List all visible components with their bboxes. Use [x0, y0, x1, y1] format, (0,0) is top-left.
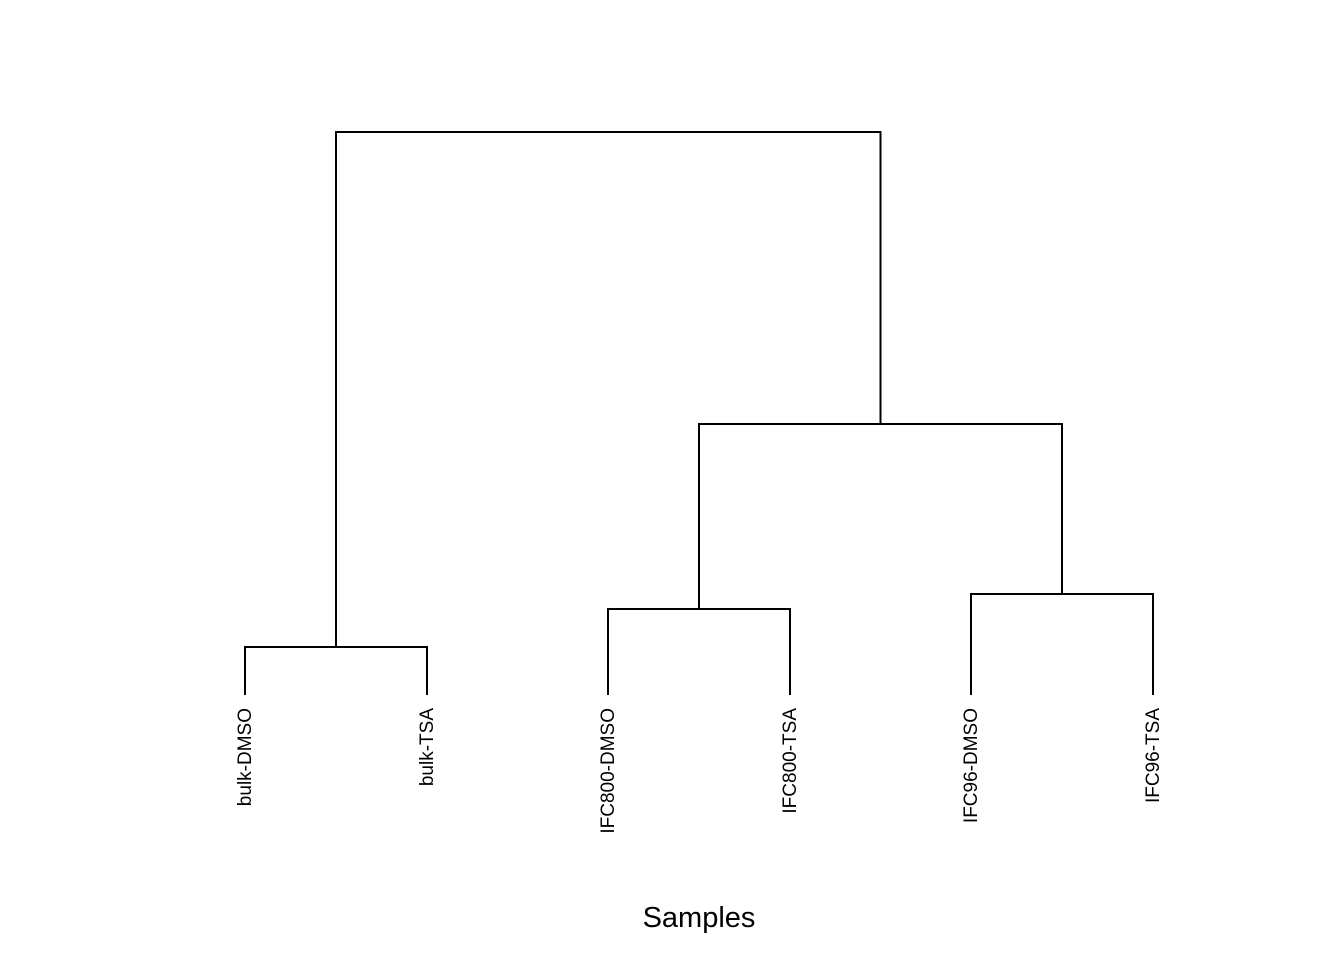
leaf-label: IFC96-DMSO — [961, 708, 982, 823]
dendrogram-branches — [244, 131, 1154, 695]
leaf-label: IFC800-DMSO — [598, 708, 619, 834]
leaf-labels: bulk-DMSO bulk-TSA IFC800-DMSO IFC800-TSA IF… — [235, 708, 1164, 834]
leaf-label: IFC800-TSA — [780, 708, 801, 814]
leaf-label: bulk-DMSO — [235, 708, 256, 806]
leaf-label: IFC96-TSA — [1143, 708, 1164, 803]
x-axis-title: Samples — [643, 902, 756, 934]
leaf-label: bulk-TSA — [417, 708, 438, 786]
